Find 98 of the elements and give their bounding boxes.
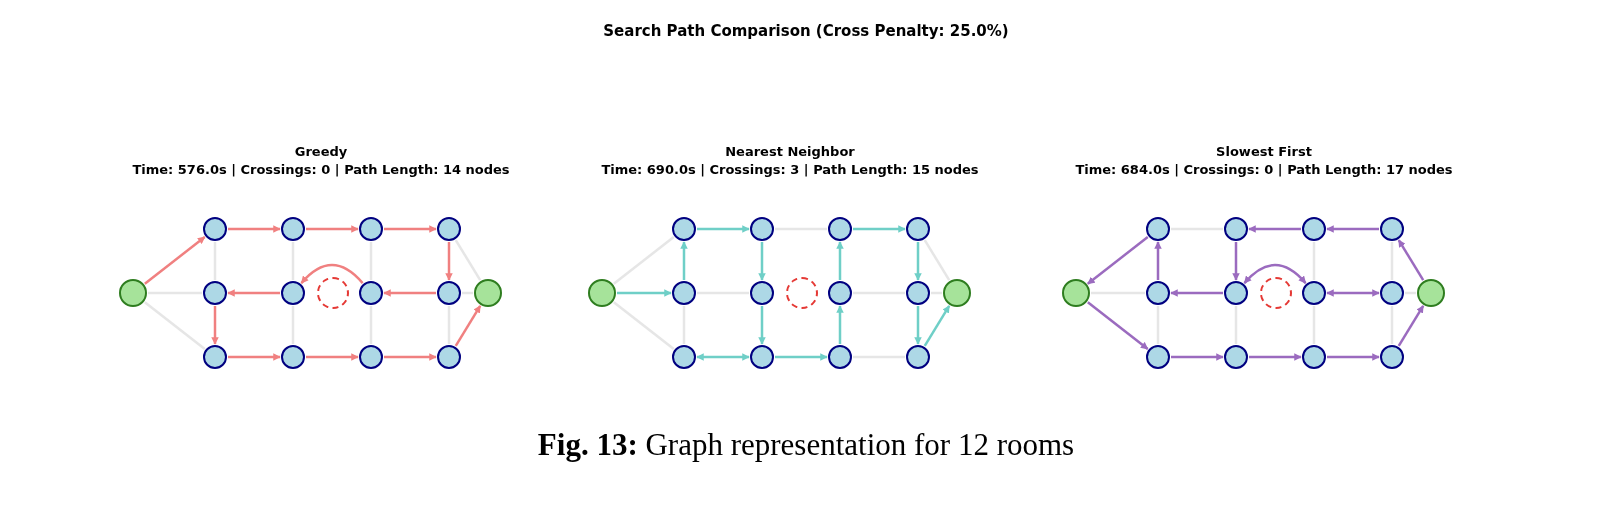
- room-node: [906, 345, 930, 369]
- path-arrow: [300, 263, 364, 284]
- room-node: [750, 345, 774, 369]
- path-arrow: [696, 353, 750, 361]
- path-arrow: [445, 242, 453, 281]
- panel-stats: Time: 684.0s | Crossings: 0 | Path Length: 17 nodes: [1075, 162, 1453, 177]
- panel-title: Slowest First: [1216, 144, 1312, 159]
- obstacle-marker: [1260, 277, 1292, 309]
- room-node: [906, 281, 930, 305]
- terminal-node: [588, 279, 616, 307]
- path-arrow: [1087, 301, 1149, 350]
- path-arrow: [1326, 289, 1380, 297]
- room-node: [906, 217, 930, 241]
- graph-edge: [923, 239, 951, 281]
- obstacle-marker: [317, 277, 349, 309]
- room-node: [281, 217, 305, 241]
- path-arrow: [1249, 353, 1302, 361]
- room-node: [437, 281, 461, 305]
- panel-stats: Time: 690.0s | Crossings: 3 | Path Length: 15 nodes: [601, 162, 979, 177]
- room-node: [437, 217, 461, 241]
- path-arrow: [1243, 263, 1307, 284]
- obstacle-marker: [786, 277, 818, 309]
- path-arrow: [1397, 305, 1425, 347]
- room-node: [203, 345, 227, 369]
- room-node: [1302, 217, 1326, 241]
- room-node: [203, 281, 227, 305]
- graph-edge: [613, 236, 675, 285]
- room-node: [750, 281, 774, 305]
- path-arrow: [836, 241, 844, 280]
- room-node: [828, 345, 852, 369]
- path-arrow: [1170, 289, 1223, 297]
- panel-title: Greedy: [294, 144, 348, 159]
- path-arrow: [697, 225, 750, 233]
- path-arrow: [758, 306, 766, 345]
- path-arrow: [1397, 239, 1425, 281]
- path-arrow: [1171, 353, 1224, 361]
- path-arrow: [1327, 353, 1380, 361]
- room-node: [672, 217, 696, 241]
- path-arrow: [680, 241, 688, 280]
- room-node: [1224, 281, 1248, 305]
- path-arrow: [1154, 241, 1162, 280]
- room-node: [1380, 217, 1404, 241]
- path-arrow: [211, 306, 219, 345]
- room-node: [750, 217, 774, 241]
- graph-edge: [144, 301, 206, 350]
- room-node: [828, 281, 852, 305]
- path-arrow: [1326, 225, 1379, 233]
- terminal-node: [119, 279, 147, 307]
- terminal-node: [943, 279, 971, 307]
- path-arrow: [1087, 236, 1149, 285]
- path-arrow: [836, 305, 844, 344]
- path-arrow: [1232, 242, 1240, 281]
- room-node: [1302, 281, 1326, 305]
- room-node: [281, 281, 305, 305]
- terminal-node: [1062, 279, 1090, 307]
- room-node: [203, 217, 227, 241]
- path-arrow: [758, 242, 766, 281]
- terminal-node: [474, 279, 502, 307]
- room-node: [1302, 345, 1326, 369]
- panel-title: Nearest Neighbor: [725, 144, 855, 159]
- graph-edge: [454, 239, 482, 281]
- path-arrow: [617, 289, 672, 297]
- path-arrow: [306, 353, 359, 361]
- room-node: [1380, 345, 1404, 369]
- terminal-node: [1417, 279, 1445, 307]
- room-node: [1380, 281, 1404, 305]
- graph-edge: [613, 301, 675, 350]
- path-arrow: [923, 305, 951, 347]
- chart-title: Search Path Comparison (Cross Penalty: 25.0%): [603, 22, 1009, 40]
- room-node: [672, 281, 696, 305]
- panel-stats: Time: 576.0s | Crossings: 0 | Path Length: 14 nodes: [132, 162, 510, 177]
- path-arrow: [227, 289, 280, 297]
- path-arrow: [144, 236, 206, 285]
- path-arrow: [914, 306, 922, 345]
- room-node: [359, 217, 383, 241]
- room-node: [359, 281, 383, 305]
- room-node: [1146, 281, 1170, 305]
- room-node: [672, 345, 696, 369]
- path-arrow: [384, 225, 437, 233]
- path-arrow: [384, 353, 437, 361]
- path-arrow: [1248, 225, 1301, 233]
- path-arrow: [383, 289, 436, 297]
- path-arrow: [914, 242, 922, 281]
- room-node: [1224, 345, 1248, 369]
- room-node: [437, 345, 461, 369]
- room-node: [1146, 345, 1170, 369]
- path-arrow: [306, 225, 359, 233]
- path-arrow: [775, 353, 828, 361]
- figure-caption: Fig. 13: Graph representation for 12 rooms: [537, 427, 1075, 463]
- room-node: [359, 345, 383, 369]
- path-arrow: [228, 225, 281, 233]
- room-node: [1224, 217, 1248, 241]
- path-arrow: [454, 305, 482, 347]
- room-node: [1146, 217, 1170, 241]
- room-node: [281, 345, 305, 369]
- path-arrow: [228, 353, 281, 361]
- path-arrow: [853, 225, 906, 233]
- room-node: [828, 217, 852, 241]
